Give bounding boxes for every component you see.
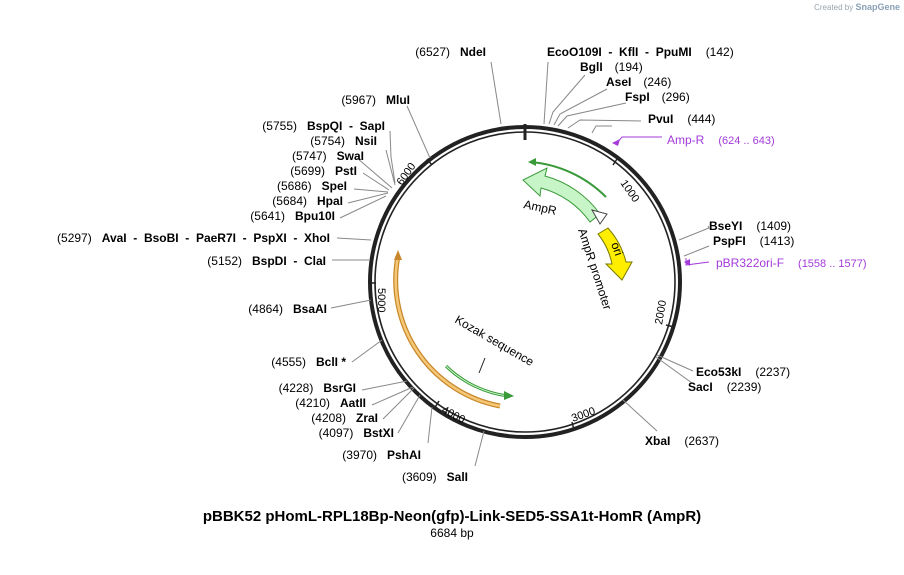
kozak-arrowhead — [504, 391, 514, 400]
enzyme-spei[interactable]: (5686)SpeI — [277, 179, 347, 193]
primer-marker-pbr322ori-f — [685, 258, 710, 266]
enzyme-leaders — [330, 61, 710, 467]
enzyme-eco53ki[interactable]: Eco53kI(2237) — [696, 365, 790, 379]
feature-label-kozak: Kozak sequence — [453, 312, 537, 369]
tick-1000: 1000 — [618, 178, 642, 205]
enzyme-psti[interactable]: (5699)PstI — [290, 164, 357, 178]
kozak-leader — [478, 357, 486, 374]
primer-labels: Amp-R (624 .. 643) pBR322ori-F (1558 .. 15… — [667, 133, 867, 270]
enzyme-bstxi[interactable]: (4097)BstXI — [319, 426, 394, 440]
ampr-cds-line-arrow — [528, 158, 536, 166]
backbone — [368, 124, 682, 439]
tick-4000: 4000 — [440, 404, 467, 426]
enzyme-ndei[interactable]: (6527) NdeI — [415, 45, 486, 59]
enzyme-bseyi[interactable]: BseYI(1409) — [709, 219, 791, 233]
enzyme-hpai[interactable]: (5684)HpaI — [272, 194, 343, 208]
kozak-cds-arc — [444, 364, 509, 398]
enzyme-pshai[interactable]: (3970)PshAI — [342, 448, 421, 462]
enzyme-labels: (6527)NdeI EcoO109I - KflI - PpuMI(142) … — [57, 45, 794, 484]
primer-pbr322ori-f[interactable]: pBR322ori-F (1558 .. 1577) — [716, 256, 867, 270]
enzyme-saci[interactable]: SacI(2239) — [688, 380, 761, 394]
enzyme-swai[interactable]: (5747)SwaI — [292, 149, 364, 163]
enzyme-bgli[interactable]: BglI(194) — [580, 60, 643, 74]
enzyme-mlui[interactable]: (5967)MluI — [341, 93, 410, 107]
snapgene-logo: SnapGene — [855, 2, 900, 12]
primer-markers — [612, 136, 710, 266]
enzyme-fspi[interactable]: FspI(296) — [625, 90, 690, 104]
feature-label-ampr: AmpR — [522, 197, 558, 218]
plasmid-length: 6684 bp — [430, 526, 474, 540]
primer-amp-r-name: Amp-R — [667, 133, 705, 147]
watermark-prefix: Created by — [814, 3, 854, 12]
enzyme-bpu10i[interactable]: (5641)Bpu10I — [250, 209, 335, 223]
primer-pbr322ori-f-name: pBR322ori-F — [716, 256, 784, 270]
orf-arc-inner — [394, 255, 501, 408]
feature-label-ori: ori — [608, 240, 626, 257]
primer-amp-r-range: (624 .. 643) — [718, 135, 774, 147]
primer-pbr322ori-f-range: (1558 .. 1577) — [798, 258, 867, 270]
enzyme-bspqi-sapi[interactable]: (5755)BspQI - SapI — [262, 119, 385, 133]
enzyme-bspdi-clai[interactable]: (5152)BspDI - ClaI — [207, 254, 326, 268]
enzyme-ndei-pos: (6527) — [415, 45, 450, 59]
enzyme-aatii[interactable]: (4210)AatII — [295, 396, 366, 410]
enzyme-sali[interactable]: (3609)SalI — [402, 470, 468, 484]
enzyme-eco-kfl-ppu-pos: (142) — [706, 45, 734, 59]
features-layer — [393, 158, 633, 409]
enzyme-avai-group[interactable]: (5297)AvaI - BsoBI - PaeR7I - PspXI - Xh… — [57, 231, 330, 245]
plasmid-title: pBBK52 pHomL-RPL18Bp-Neon(gfp)-Link-SED5… — [202, 508, 702, 525]
enzyme-bcli[interactable]: (4555)BclI * — [271, 355, 346, 369]
primer-amp-r[interactable]: Amp-R (624 .. 643) — [667, 133, 775, 147]
enzyme-bsrgi[interactable]: (4228)BsrGI — [279, 381, 356, 395]
enzyme-pspfi[interactable]: PspFI(1413) — [713, 234, 794, 248]
tick-2000: 2000 — [653, 299, 669, 325]
tick-5000: 5000 — [375, 288, 387, 312]
orf-arrowhead — [394, 250, 402, 260]
ampr-promoter-arrow — [590, 209, 608, 225]
ori-arrow — [597, 227, 633, 281]
kozak-cds-arc-inner — [445, 365, 509, 397]
enzyme-nsii[interactable]: (5754)NsiI — [310, 134, 377, 148]
ampr-cds-line — [529, 161, 607, 198]
enzyme-eco-kfl-ppu[interactable]: EcoO109I - KflI - PpuMI (142) — [547, 45, 734, 59]
snapgene-watermark: Created by SnapGene — [814, 2, 900, 12]
enzyme-xbai[interactable]: XbaI(2637) — [645, 434, 719, 448]
enzyme-eco-kfl-ppu-name: EcoO109I - KflI - PpuMI — [547, 45, 692, 59]
enzyme-asei[interactable]: AseI(246) — [606, 75, 671, 89]
enzyme-ndei-name: NdeI — [460, 45, 486, 59]
enzyme-bsaai[interactable]: (4864)BsaAI — [248, 302, 327, 316]
enzyme-zrai[interactable]: (4208)ZraI — [311, 411, 378, 425]
ampr-arrow — [522, 167, 601, 223]
primer-marker-amp-r — [617, 136, 662, 143]
enzyme-pvui[interactable]: PvuI(444) — [648, 112, 715, 126]
